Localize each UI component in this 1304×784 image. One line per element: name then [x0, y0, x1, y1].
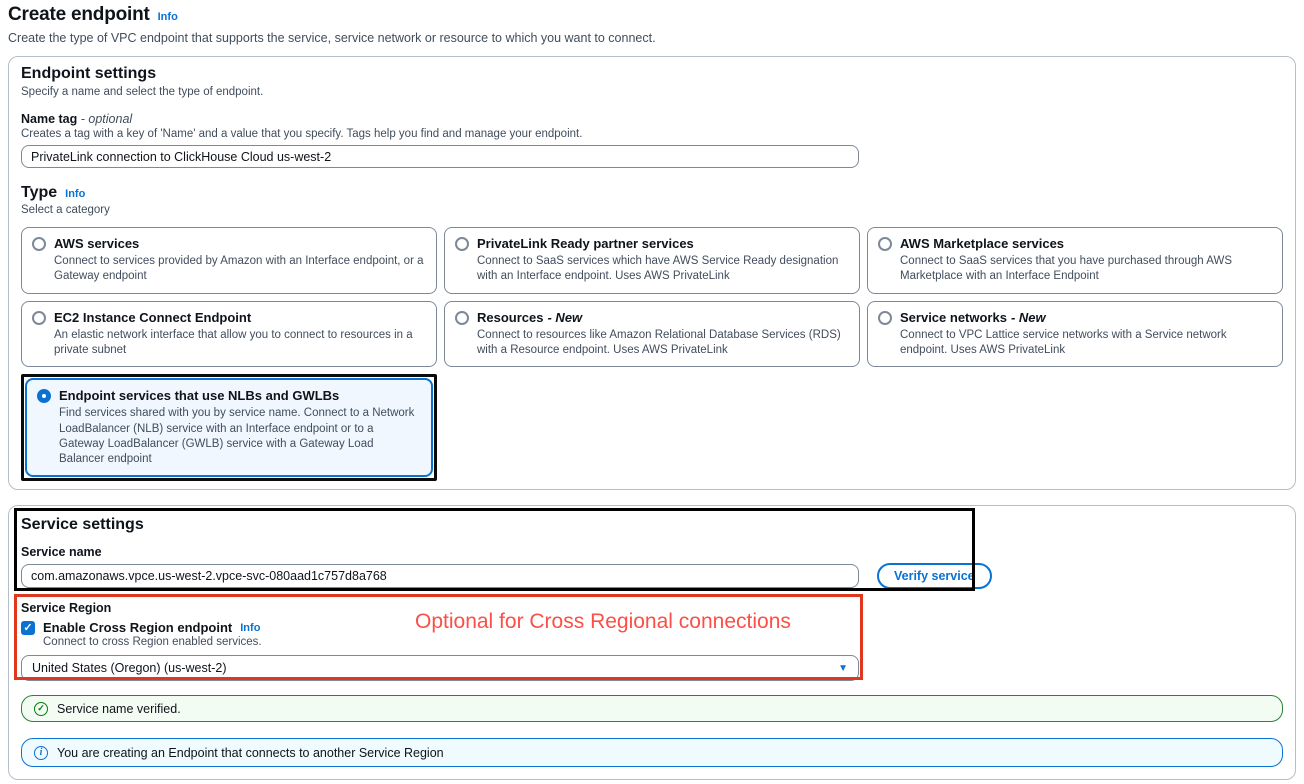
type-options-grid: AWS services Connect to services provide… [21, 227, 1283, 482]
type-subheading: Select a category [21, 204, 110, 216]
page-info-link[interactable]: Info [157, 11, 178, 23]
success-check-icon: ✓ [34, 701, 48, 716]
cross-region-checkbox[interactable]: ✓ [21, 620, 35, 635]
annotation-rect-selected-option: Endpoint services that use NLBs and GWLB… [21, 374, 437, 482]
option-title: PrivateLink Ready partner services [477, 236, 694, 251]
option-title: Resources- New [477, 309, 583, 325]
type-option-endpoint-services-nlb-gwlb[interactable]: Endpoint services that use NLBs and GWLB… [25, 378, 433, 478]
page-title: Create endpoint [8, 4, 150, 25]
option-title: AWS Marketplace services [900, 236, 1065, 251]
region-select[interactable]: United States (Oregon) (us-west-2) ▼ [21, 655, 859, 682]
service-settings-heading: Service settings [21, 516, 144, 534]
chevron-down-icon: ▼ [838, 662, 848, 674]
service-name-row: Verify service [21, 563, 1283, 590]
radio-icon[interactable] [455, 237, 469, 251]
option-description: Connect to services provided by Amazon w… [54, 255, 424, 283]
option-description: Find services shared with you by service… [59, 407, 415, 465]
service-verified-alert: ✓ Service name verified. [21, 695, 1283, 723]
option-title: Service networks- New [900, 309, 1046, 325]
success-alert-text: Service name verified. [57, 701, 181, 716]
cross-region-checkbox-label: Enable Cross Region endpoint [43, 620, 233, 636]
verify-service-button[interactable]: Verify service [877, 563, 992, 590]
radio-icon[interactable] [878, 237, 892, 251]
option-body: AWS services Connect to services provide… [54, 236, 426, 285]
cross-region-info-alert: i You are creating an Endpoint that conn… [21, 738, 1283, 768]
option-title: EC2 Instance Connect Endpoint [54, 309, 252, 325]
option-description: Connect to VPC Lattice service networks … [900, 328, 1227, 357]
cross-region-description: Connect to cross Region enabled services… [43, 636, 262, 649]
option-body: Service networks- New Connect to VPC Lat… [900, 310, 1272, 359]
option-body: Resources- New Connect to resources like… [477, 310, 849, 359]
option-description: Connect to SaaS services that you have p… [900, 255, 1232, 283]
type-option-privatelink-partner-services[interactable]: PrivateLink Ready partner services Conne… [444, 227, 860, 294]
endpoint-settings-card: Endpoint settings Specify a name and sel… [8, 56, 1296, 491]
service-settings-card: Optional for Cross Regional connections … [8, 505, 1296, 781]
option-description: Connect to resources like Amazon Relatio… [477, 328, 841, 357]
page-description: Create the type of VPC endpoint that sup… [8, 31, 656, 45]
option-body: Endpoint services that use NLBs and GWLB… [59, 388, 421, 467]
radio-icon[interactable] [32, 237, 46, 251]
name-tag-label: Name tag [21, 112, 78, 126]
type-option-aws-services[interactable]: AWS services Connect to services provide… [21, 227, 437, 294]
name-tag-input[interactable] [21, 145, 859, 168]
radio-checked-icon[interactable] [37, 389, 51, 404]
type-info-link[interactable]: Info [65, 188, 86, 200]
radio-icon[interactable] [455, 310, 469, 325]
cross-region-info-link[interactable]: Info [240, 621, 261, 634]
page-header: Create endpoint Info [8, 4, 1296, 26]
name-tag-label-row: Name tag - optional [21, 112, 1283, 126]
option-description: An elastic network interface that allow … [54, 328, 413, 357]
region-select-value: United States (Oregon) (us-west-2) [32, 661, 227, 676]
option-title: AWS services [54, 236, 140, 251]
option-body: AWS Marketplace services Connect to SaaS… [900, 236, 1272, 285]
type-option-aws-marketplace-services[interactable]: AWS Marketplace services Connect to SaaS… [867, 227, 1283, 294]
radio-icon[interactable] [878, 310, 892, 325]
info-alert-text: You are creating an Endpoint that connec… [57, 745, 444, 760]
service-name-input[interactable] [21, 564, 859, 589]
service-region-label: Service Region [21, 601, 112, 616]
option-description: Connect to SaaS services which have AWS … [477, 255, 839, 283]
option-title: Endpoint services that use NLBs and GWLB… [59, 388, 340, 404]
name-tag-optional-label: - optional [80, 112, 133, 126]
option-body: EC2 Instance Connect Endpoint An elastic… [54, 310, 426, 359]
radio-icon[interactable] [32, 310, 46, 325]
name-tag-description: Creates a tag with a key of 'Name' and a… [21, 128, 583, 140]
type-heading: Type [21, 184, 58, 201]
name-tag-field: Name tag - optional Creates a tag with a… [21, 112, 1283, 168]
option-body: PrivateLink Ready partner services Conne… [477, 236, 849, 285]
type-option-ec2-instance-connect[interactable]: EC2 Instance Connect Endpoint An elastic… [21, 300, 437, 368]
cross-region-checkbox-row: ✓ Enable Cross Region endpoint Info [21, 620, 1283, 635]
endpoint-settings-subheading: Specify a name and select the type of en… [21, 86, 264, 98]
endpoint-settings-heading: Endpoint settings [21, 65, 157, 82]
info-circle-icon: i [34, 745, 48, 760]
service-name-label: Service name [21, 545, 102, 560]
type-option-resources[interactable]: Resources- New Connect to resources like… [444, 300, 860, 368]
checkbox-check-icon: ✓ [23, 621, 33, 634]
type-heading-row: Type Info [21, 184, 1283, 202]
type-option-service-networks[interactable]: Service networks- New Connect to VPC Lat… [867, 300, 1283, 368]
